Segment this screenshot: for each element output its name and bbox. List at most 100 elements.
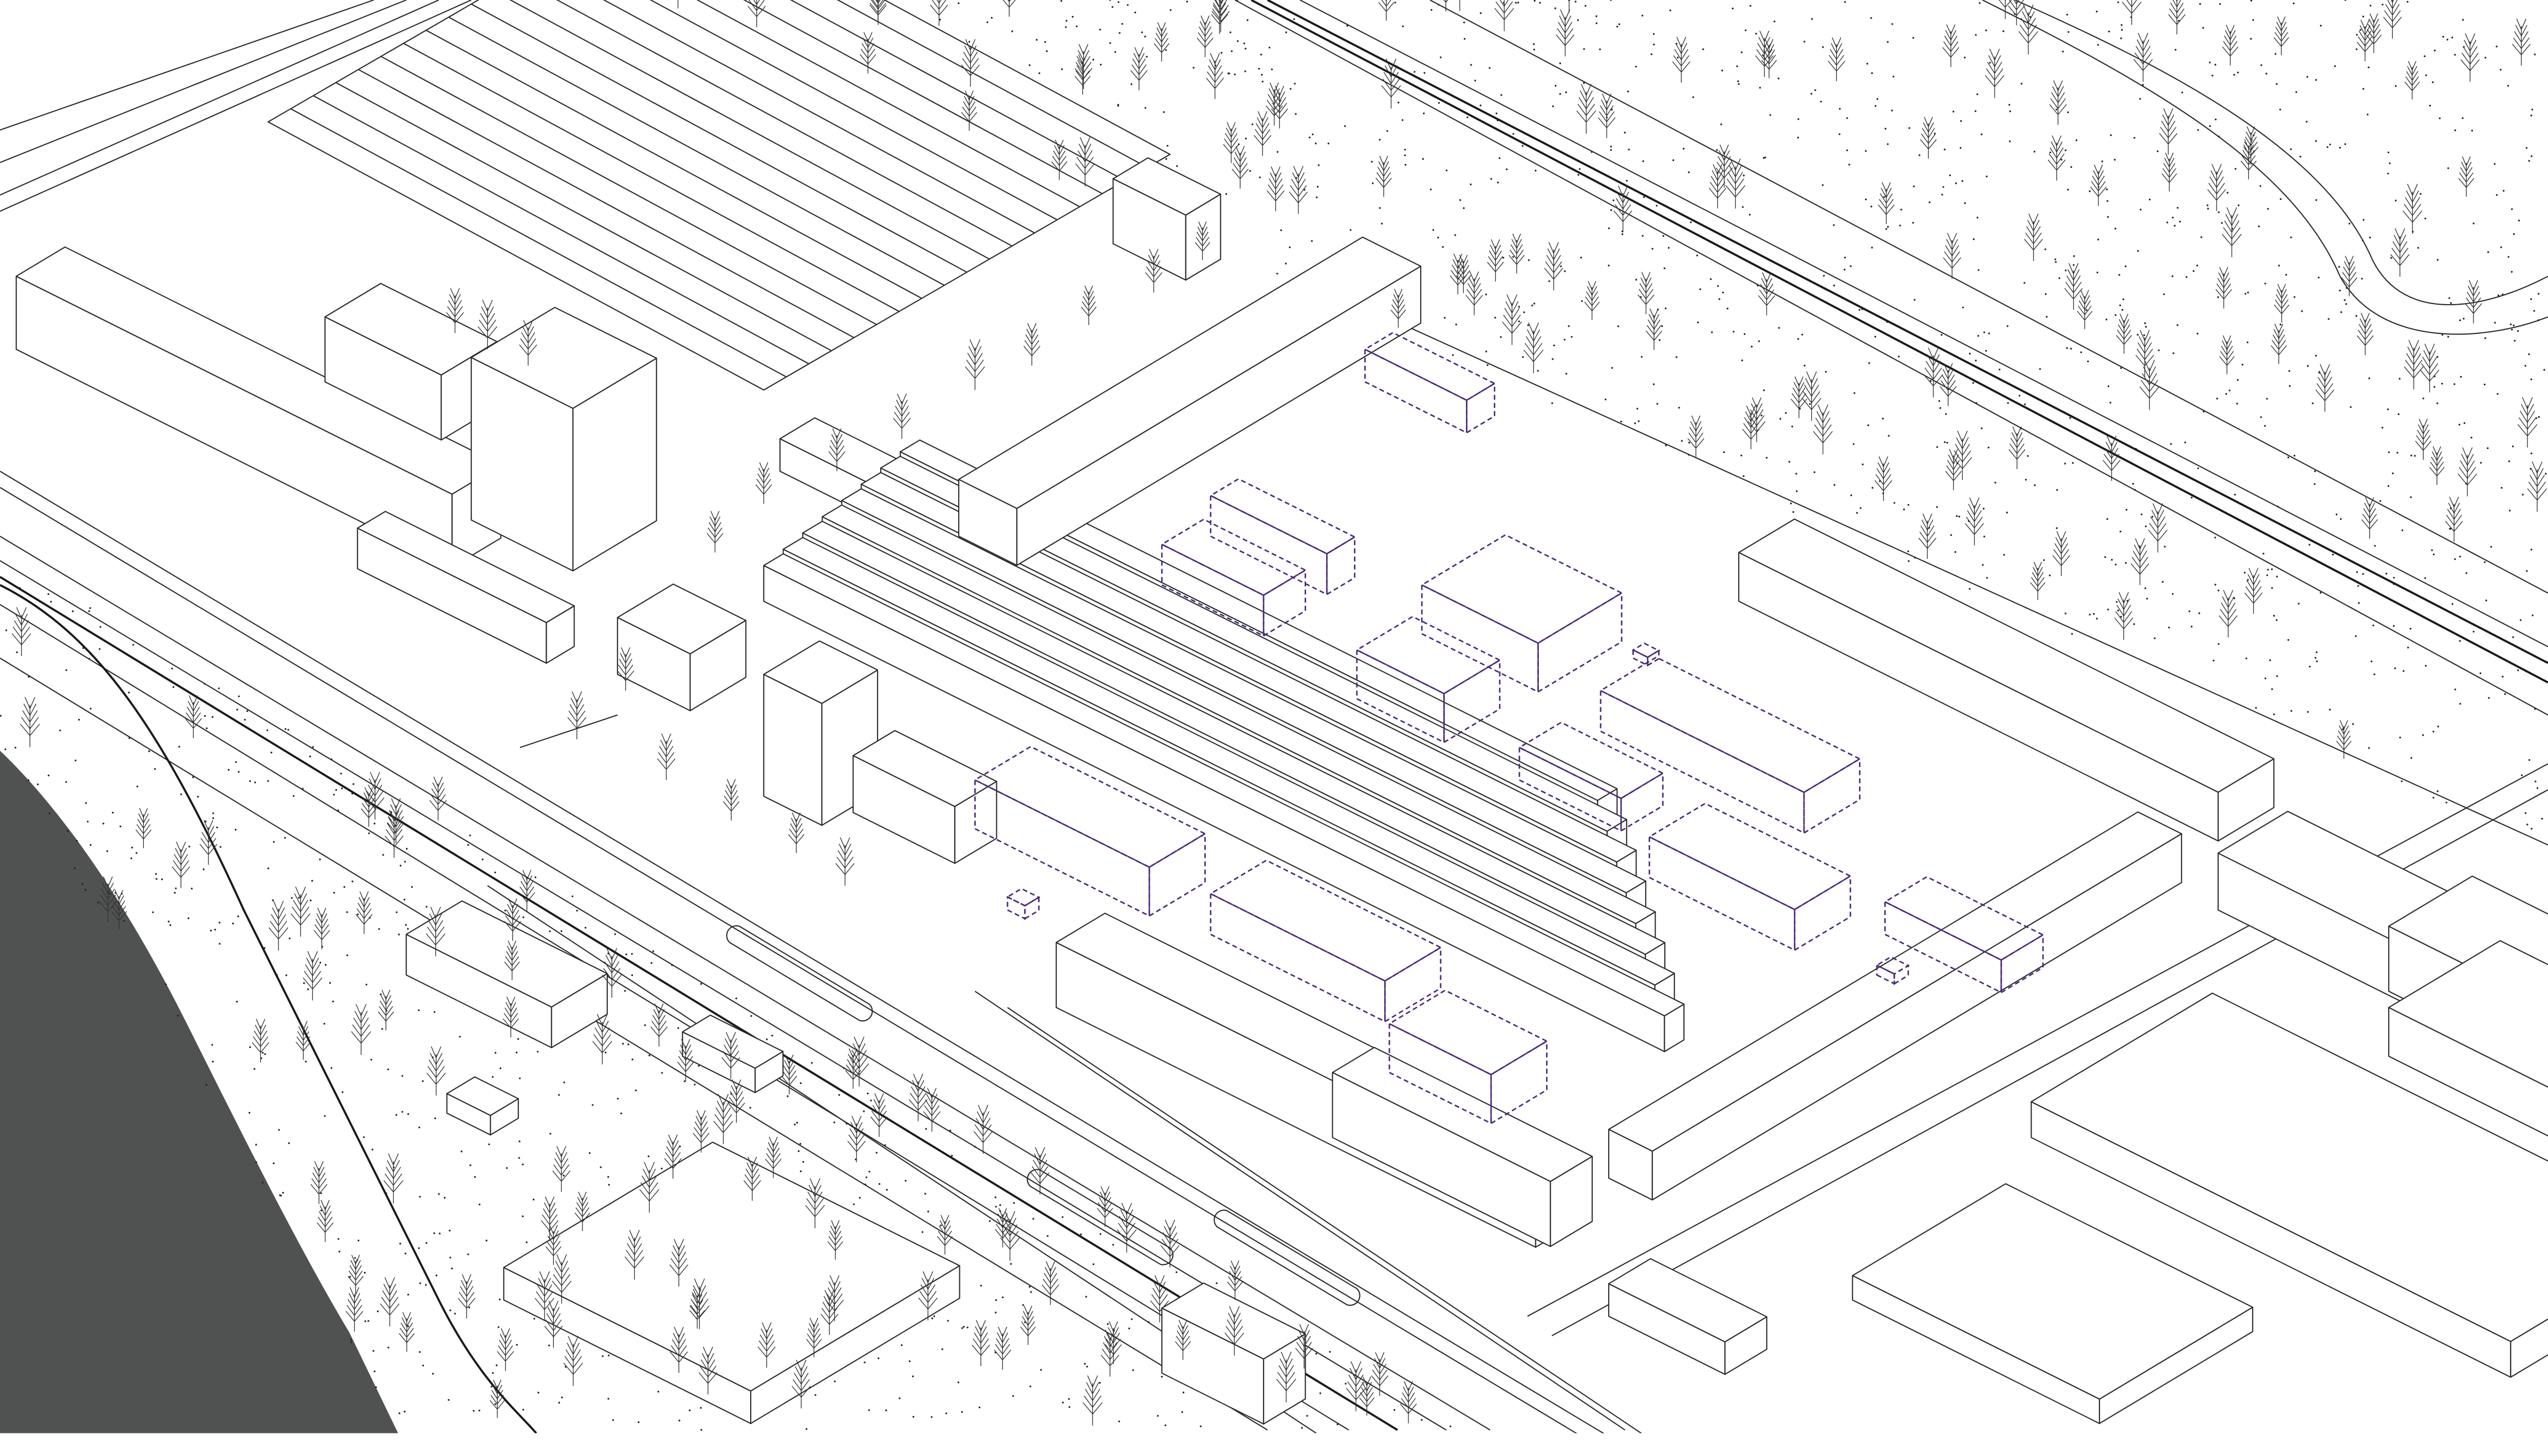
tree-branches xyxy=(184,695,202,738)
stipple-dot xyxy=(805,1428,808,1430)
stipple-dot xyxy=(2033,151,2036,153)
stipple-dot xyxy=(204,820,207,823)
stipple-dot xyxy=(1859,507,1862,509)
stipple-dot xyxy=(2114,159,2116,161)
stipple-dot xyxy=(863,1110,865,1112)
building-front-face xyxy=(2388,1006,2548,1137)
tree-icon xyxy=(1742,405,1760,450)
proposed-building xyxy=(1209,859,1442,1023)
stipple-dot xyxy=(2075,139,2077,141)
stipple-dot xyxy=(401,1075,403,1077)
tree-icon xyxy=(2274,284,2290,323)
stipple-dot xyxy=(474,1176,476,1178)
stipple-dot xyxy=(282,1191,284,1194)
stipple-dot xyxy=(2512,445,2514,447)
road-edge xyxy=(0,0,439,196)
tree-icon xyxy=(1020,1305,1036,1345)
roof-ridge xyxy=(790,0,1125,181)
stipple-dot xyxy=(16,651,18,654)
stipple-dot xyxy=(237,771,240,773)
stipple-dot xyxy=(2504,693,2506,695)
tree-icon xyxy=(1000,1211,1020,1261)
stipple-dot xyxy=(237,915,239,918)
stipple-dot xyxy=(205,1084,208,1086)
stipple-dot xyxy=(1833,484,1836,486)
building-roof xyxy=(852,730,997,807)
tree-branches xyxy=(1613,185,1632,233)
stipple-dot xyxy=(396,911,398,913)
stipple-dot xyxy=(407,1113,410,1115)
stipple-dot xyxy=(1865,198,1867,200)
stipple-dot xyxy=(631,974,634,976)
tree-icon xyxy=(303,951,323,1001)
stipple-dot xyxy=(210,929,212,932)
stipple-dot xyxy=(2244,293,2246,295)
stipple-dot xyxy=(2293,455,2296,457)
stipple-dot xyxy=(236,1000,238,1003)
stipple-dot xyxy=(635,1089,637,1092)
stipple-dot xyxy=(2394,85,2397,87)
stipple-dot xyxy=(1891,109,1893,111)
stipple-dot xyxy=(1029,1385,1032,1388)
stipple-dot xyxy=(1515,2,1517,4)
stipple-dot xyxy=(2290,710,2293,712)
proposed-building-side-face xyxy=(1326,535,1355,596)
stipple-dot xyxy=(2339,289,2341,292)
stipple-dot xyxy=(2110,134,2112,136)
stipple-dot xyxy=(1661,325,1663,327)
stipple-dot xyxy=(1505,168,1508,171)
stipple-dot xyxy=(418,1247,420,1249)
stipple-dot xyxy=(2479,672,2482,675)
building-roof xyxy=(1608,811,2182,1152)
stipple-dot xyxy=(2218,643,2220,645)
building-roof xyxy=(2388,940,2548,1088)
stipple-dot xyxy=(1449,1425,1452,1428)
stipple-dot xyxy=(169,924,172,926)
stipple-dot xyxy=(2315,140,2317,142)
stipple-dot xyxy=(2105,319,2108,321)
stipple-dot xyxy=(1200,1425,1202,1427)
road-edge xyxy=(974,991,1626,1431)
stipple-dot xyxy=(255,1144,257,1146)
tree-branches xyxy=(1289,166,1308,214)
tree-branches xyxy=(365,772,385,820)
stipple-dot xyxy=(1118,1420,1120,1423)
tree-branches xyxy=(1154,22,1169,62)
stipple-dot xyxy=(912,1375,914,1377)
stipple-dot xyxy=(2250,0,2253,2)
stipple-dot xyxy=(1985,29,1987,31)
tree-branches xyxy=(1390,289,1406,328)
stipple-dot xyxy=(119,825,122,828)
stipple-dot xyxy=(132,644,135,646)
building xyxy=(503,1142,960,1424)
tree-branches xyxy=(1544,242,1564,290)
stipple-dot xyxy=(833,1121,835,1124)
tree-branches xyxy=(1002,0,1016,17)
stipple-dot xyxy=(433,1232,435,1235)
stipple-dot xyxy=(1349,229,1352,231)
tree-icon xyxy=(1494,0,1514,31)
tree-branches xyxy=(1267,166,1285,212)
stipple-dot xyxy=(1642,160,1644,162)
building-roof xyxy=(1608,1258,1768,1342)
tree-branches xyxy=(930,0,948,26)
stipple-dot xyxy=(2432,731,2434,733)
tree-branches xyxy=(728,1079,746,1123)
tree-branches xyxy=(835,837,855,886)
stipple-dot xyxy=(1085,1296,1087,1298)
stipple-dot xyxy=(1304,189,1306,191)
stipple-dot xyxy=(211,716,214,718)
stipple-dot xyxy=(425,1242,427,1244)
stipple-dot xyxy=(106,850,108,852)
stipple-dot xyxy=(2233,597,2236,600)
stipple-dot xyxy=(161,878,163,881)
stipple-dot xyxy=(1109,42,1111,44)
stipple-dot xyxy=(631,1058,634,1060)
stipple-dot xyxy=(1850,494,1852,496)
stipple-dot xyxy=(1182,1391,1185,1394)
tree-branches xyxy=(504,940,520,980)
stipple-dot xyxy=(2368,377,2370,380)
stipple-dot xyxy=(197,796,199,798)
stipple-dot xyxy=(2202,27,2204,29)
stipple-dot xyxy=(2295,91,2297,94)
